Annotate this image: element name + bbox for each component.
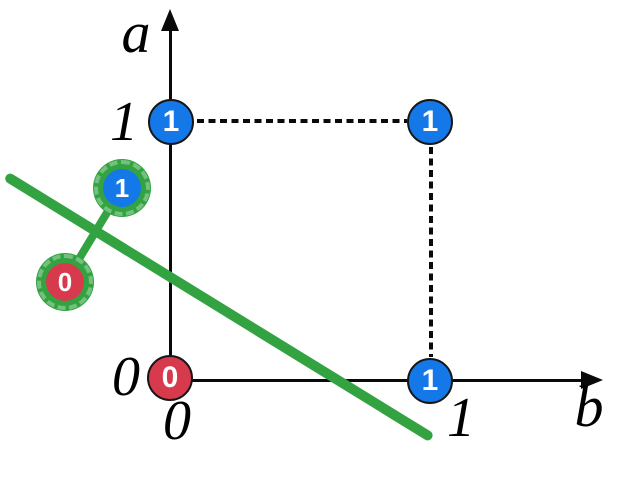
class-marker-1-circle: 1 [103, 169, 141, 207]
b-axis-tick-0: 0 [163, 390, 191, 452]
a-axis-line [168, 26, 172, 380]
data-point-label: 1 [162, 105, 180, 138]
data-point-b0-a1: 1 [148, 99, 194, 145]
a-axis-tick-0: 0 [112, 346, 140, 408]
class-marker-label: 1 [114, 173, 130, 203]
class-marker-1: 1 [93, 159, 151, 217]
b-axis-arrowhead-icon [581, 371, 603, 389]
data-point-label: 1 [421, 364, 439, 397]
data-point-label: 0 [161, 361, 179, 394]
b-axis-tick-1: 1 [447, 387, 475, 449]
b-axis-line [170, 378, 584, 382]
class-marker-0: 0 [36, 253, 94, 311]
data-point-b0-a0: 0 [147, 355, 193, 401]
data-point-b1-a1: 1 [407, 99, 453, 145]
a-axis-label: a [121, 0, 151, 65]
class-marker-label: 0 [57, 267, 73, 297]
dashed-guide-vertical [429, 147, 433, 357]
b-axis-label: b [574, 374, 604, 439]
data-point-label: 1 [421, 105, 439, 138]
data-point-b1-a0: 1 [407, 358, 453, 404]
a-axis-arrowhead-icon [161, 9, 179, 31]
a-axis-tick-1: 1 [110, 91, 138, 153]
dashed-guide-horizontal [197, 119, 407, 123]
class-marker-0-circle: 0 [46, 263, 84, 301]
